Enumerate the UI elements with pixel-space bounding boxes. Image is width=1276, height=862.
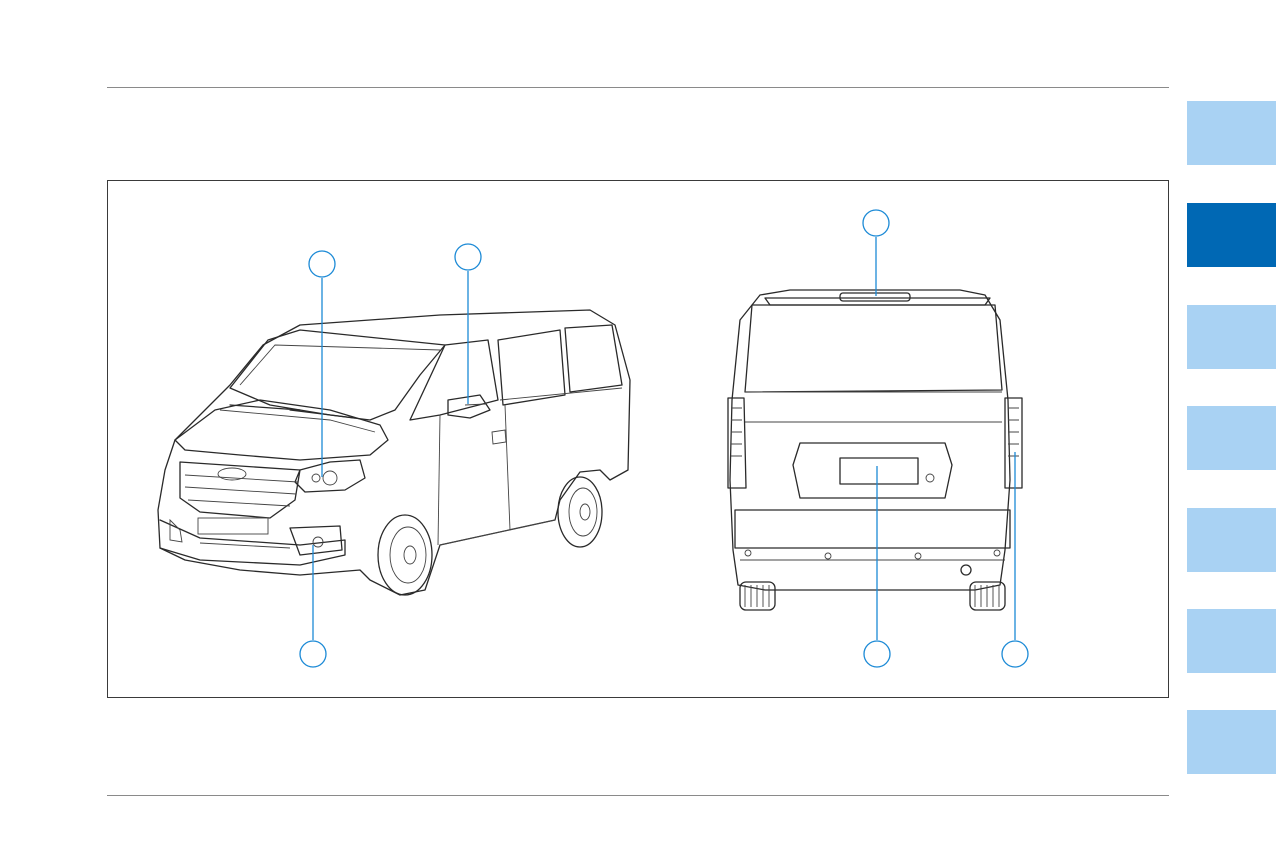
high-mounted-stop-lamp-callout[interactable] xyxy=(862,209,890,237)
chapter-tab-6[interactable] xyxy=(1187,609,1276,673)
van-front-view xyxy=(157,309,631,596)
rear-combination-lamp-callout[interactable] xyxy=(1001,640,1029,668)
chapter-tab-2-active[interactable] xyxy=(1187,203,1276,267)
chapter-tab-5[interactable] xyxy=(1187,508,1276,572)
headlamp-callout[interactable] xyxy=(308,250,336,278)
license-plate-lamp-callout[interactable] xyxy=(863,640,891,668)
header-rule xyxy=(107,87,1169,88)
chapter-tab-1[interactable] xyxy=(1187,101,1276,165)
front-fog-lamp-callout[interactable] xyxy=(299,640,327,668)
chapter-tab-4[interactable] xyxy=(1187,406,1276,470)
van-rear-view xyxy=(727,289,1023,611)
side-mirror-turn-signal-callout[interactable] xyxy=(454,243,482,271)
chapter-tab-3[interactable] xyxy=(1187,305,1276,369)
chapter-tab-7[interactable] xyxy=(1187,710,1276,774)
callouts xyxy=(299,209,1029,668)
exterior-lights-figure xyxy=(107,180,1169,698)
footer-rule xyxy=(107,795,1169,796)
